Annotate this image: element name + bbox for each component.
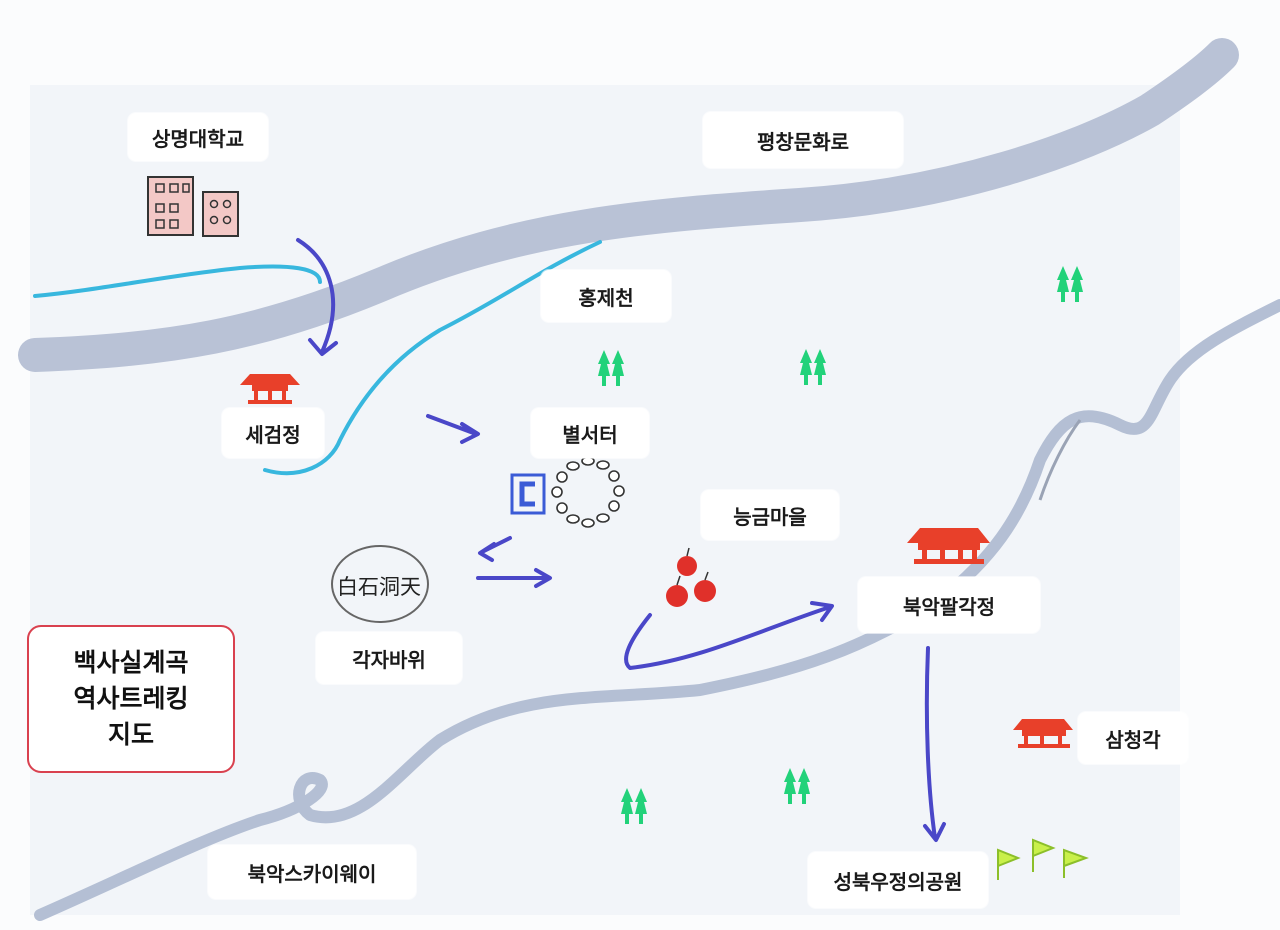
letter-c-icon (510, 473, 546, 515)
arrow-to-palgakjeong (624, 601, 834, 670)
map-title-line-2: 역사트레킹 (73, 684, 189, 713)
stone-circle-icon (551, 456, 625, 528)
stream-hongjecheon (33, 240, 602, 476)
label-neunggeum-village: 능금마을 (701, 490, 839, 540)
map-title-line-3: 지도 (107, 720, 154, 749)
road-trail-upper (1038, 419, 1082, 501)
arrow-univ-to-segeomjeong (296, 238, 338, 356)
label-segeomjeong: 세검정 (222, 408, 324, 458)
map-title: 백사실계곡 역사트레킹 지도 (27, 625, 235, 773)
label-samcheonggak: 삼청각 (1078, 712, 1188, 764)
hanja-stone-outline (331, 545, 429, 623)
label-pyeongchang-road: 평창문화로 (703, 112, 903, 168)
label-byeolseoteo: 별서터 (531, 408, 649, 458)
label-bugak-palgakjeong: 북악팔각정 (858, 577, 1040, 633)
arrow-to-gakja (478, 536, 512, 562)
building-icon (147, 176, 239, 237)
label-sangmyung-univ: 상명대학교 (128, 113, 268, 161)
pavilion-icon (907, 528, 990, 564)
label-seongbuk-park: 성북우정의공원 (808, 852, 988, 908)
pavilion-icon (1013, 719, 1073, 748)
label-baekseokdongcheon: 白石洞天 (337, 575, 421, 599)
label-hongjecheon: 홍제천 (541, 270, 671, 322)
apple-icon (666, 547, 716, 607)
map-title-line-1: 백사실계곡 (73, 648, 189, 677)
road-bugak-skyway (34, 299, 1280, 921)
arrow-to-seongbuk (923, 646, 946, 842)
pavilion-icon (240, 374, 300, 404)
route-arrows (296, 238, 946, 842)
arrow-to-byeolseoteo (426, 414, 480, 444)
arrow-to-neunggeum (476, 568, 552, 588)
road-pyeongchang (18, 38, 1239, 372)
label-bugak-skyway: 북악스카이웨이 (208, 845, 416, 899)
flag-icon (997, 838, 1089, 880)
label-gakja-rock: 각자바위 (316, 632, 462, 684)
